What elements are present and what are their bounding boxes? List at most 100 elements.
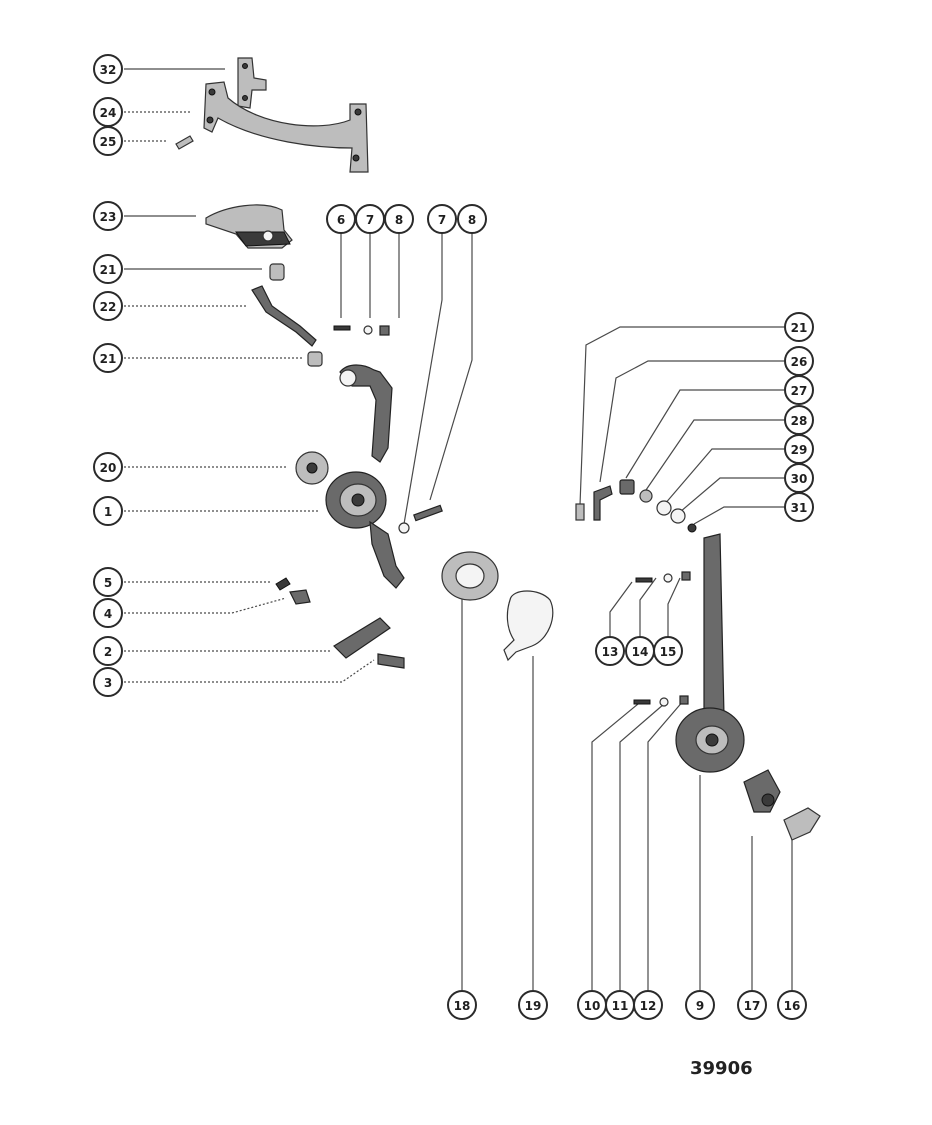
part-18-retainer	[441, 551, 499, 601]
callout-28: 28	[784, 405, 814, 435]
part-30-washer	[670, 508, 686, 524]
callout-circle	[93, 452, 123, 482]
callout-label: 14	[632, 645, 649, 659]
callout-circle	[457, 204, 487, 234]
callout-circle	[784, 312, 814, 342]
part-27-nut	[619, 479, 635, 495]
callout-circle	[93, 254, 123, 284]
callout-circle	[384, 204, 414, 234]
callout-label: 17	[744, 999, 761, 1013]
part-12-nut	[679, 695, 689, 705]
part-9-lever	[675, 533, 745, 773]
callout-label: 9	[696, 999, 704, 1013]
callout-24: 24	[93, 97, 123, 127]
callout-21: 21	[93, 254, 123, 284]
callout-29: 29	[784, 434, 814, 464]
callout-label: 22	[100, 300, 117, 314]
callout-circle	[633, 990, 663, 1020]
callout-label: 7	[438, 213, 446, 227]
callout-13: 13	[595, 636, 625, 666]
callout-label: 25	[100, 135, 117, 149]
leader-lines	[124, 68, 801, 990]
callout-circle	[427, 204, 457, 234]
callout-9: 9	[685, 990, 715, 1020]
callout-label: 4	[104, 607, 112, 621]
callout-label: 30	[791, 472, 808, 486]
callout-3: 3	[93, 667, 123, 697]
part-illustrations	[175, 57, 821, 841]
part-1-housing	[325, 364, 405, 589]
part-13-screw	[635, 577, 653, 583]
callout-5: 5	[93, 567, 123, 597]
part-16-handle	[783, 807, 821, 841]
callout-label: 27	[791, 384, 808, 398]
callout-label: 8	[468, 213, 476, 227]
callout-11: 11	[605, 990, 635, 1020]
callout-circle	[447, 990, 477, 1020]
callout-label: 10	[584, 999, 601, 1013]
callout-20: 20	[93, 452, 123, 482]
part-20-gear	[295, 451, 329, 485]
part-28-washer	[639, 489, 653, 503]
callout-7: 7	[427, 204, 457, 234]
part-24-bracket	[203, 81, 369, 173]
callout-30: 30	[784, 463, 814, 493]
callout-circle	[93, 496, 123, 526]
part-25-pin	[175, 135, 194, 150]
callout-circle	[653, 636, 683, 666]
part-26-pin	[575, 485, 613, 521]
callout-label: 21	[100, 263, 117, 277]
callout-label: 2	[104, 645, 112, 659]
part-15-nut	[681, 571, 691, 581]
callout-4: 4	[93, 598, 123, 628]
part-10-screw	[633, 699, 651, 705]
callout-circle	[93, 291, 123, 321]
part-21-bushing-mid	[307, 351, 323, 367]
callout-circle	[518, 990, 548, 1020]
callout-label: 26	[791, 355, 808, 369]
callout-label: 18	[454, 999, 471, 1013]
callout-21: 21	[784, 312, 814, 342]
callout-circle	[784, 375, 814, 405]
callout-17: 17	[737, 990, 767, 1020]
callout-27: 27	[784, 375, 814, 405]
callout-circle	[595, 636, 625, 666]
callout-label: 28	[791, 414, 808, 428]
part-14-washer	[663, 573, 673, 583]
callout-circle	[93, 126, 123, 156]
callout-label: 15	[660, 645, 677, 659]
part-7-washer	[363, 325, 373, 335]
part-32-plate	[237, 57, 267, 109]
callout-circle	[93, 598, 123, 628]
callout-label: 13	[602, 645, 619, 659]
callout-label: 3	[104, 676, 112, 690]
callout-21: 21	[93, 343, 123, 373]
callout-label: 20	[100, 461, 117, 475]
callout-8: 8	[457, 204, 487, 234]
callout-label: 21	[791, 321, 808, 335]
callout-23: 23	[93, 201, 123, 231]
part-11-washer	[659, 697, 669, 707]
callout-10: 10	[577, 990, 607, 1020]
figure-number: 39906	[690, 1058, 753, 1079]
callout-2: 2	[93, 636, 123, 666]
callout-label: 24	[100, 106, 117, 120]
callout-18: 18	[447, 990, 477, 1020]
callout-32: 32	[93, 54, 123, 84]
callout-label: 1	[104, 505, 112, 519]
callout-circle	[737, 990, 767, 1020]
callout-label: 8	[395, 213, 403, 227]
callout-label: 6	[337, 213, 345, 227]
part-19-clip	[503, 590, 554, 662]
callout-circle	[685, 990, 715, 1020]
callout-15: 15	[653, 636, 683, 666]
callout-31: 31	[784, 492, 814, 522]
callout-circle	[784, 492, 814, 522]
callout-8: 8	[384, 204, 414, 234]
callout-label: 23	[100, 210, 117, 224]
callout-label: 31	[791, 501, 808, 515]
part-4-spring	[289, 589, 311, 605]
callout-12: 12	[633, 990, 663, 1020]
callout-25: 25	[93, 126, 123, 156]
